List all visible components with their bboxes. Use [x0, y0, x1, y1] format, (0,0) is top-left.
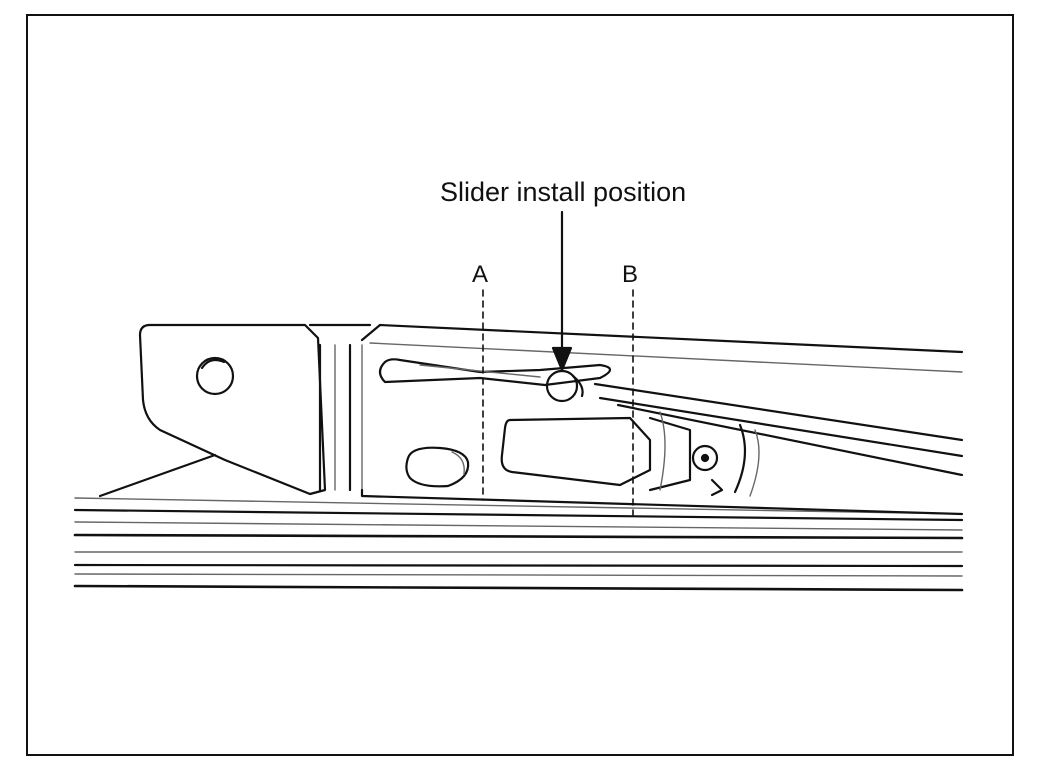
spring-housing [500, 411, 760, 497]
blade-frame [360, 323, 964, 516]
marker-a-label: A [472, 261, 488, 288]
callout-arrow [551, 210, 573, 372]
slider-slot [378, 358, 612, 387]
arm-bracket [98, 323, 372, 498]
blade-strip [73, 497, 964, 592]
diagram-frame [26, 14, 1014, 756]
lower-rivet [405, 446, 470, 488]
clip-pin [691, 444, 719, 472]
slider-knob [545, 369, 584, 403]
pivot-pin [195, 356, 235, 396]
reference-lines [482, 289, 634, 516]
marker-b-label: B [622, 261, 638, 288]
callout-label: Slider install position [440, 177, 686, 207]
